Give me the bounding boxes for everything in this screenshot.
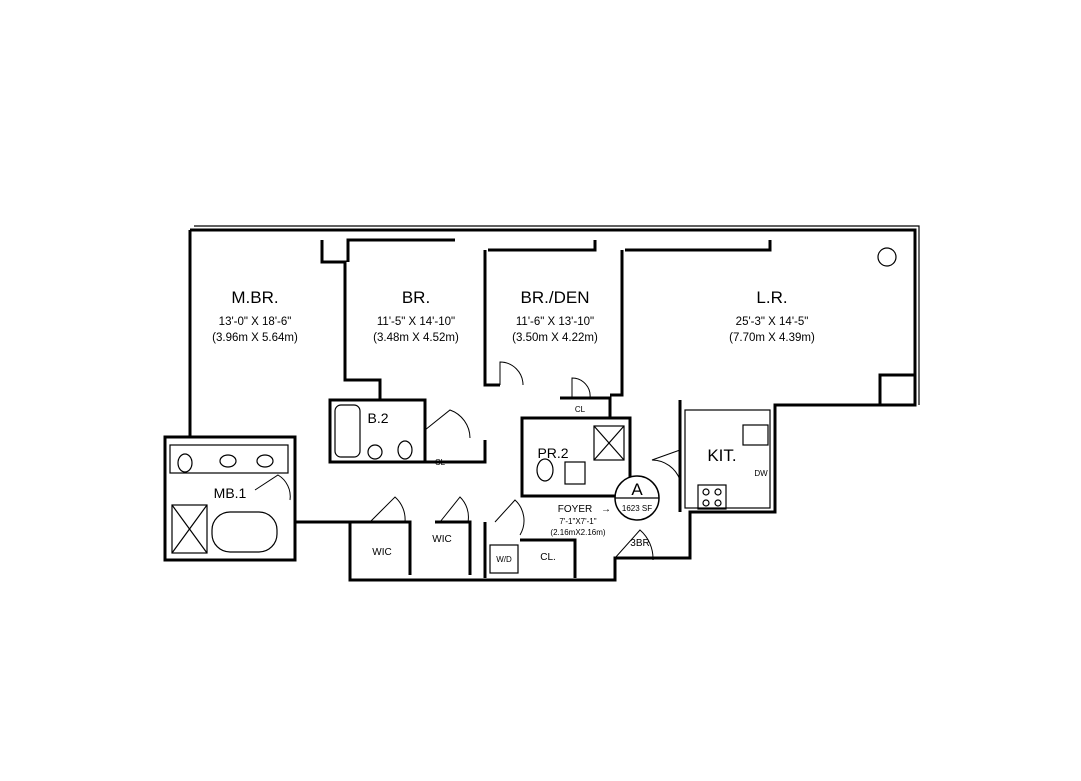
label-closet: CL [435,458,446,467]
shower [171,504,208,554]
label-dw: DW [754,469,768,478]
bathtub [211,511,278,553]
room-name: M.BR. [231,288,278,307]
unit-badge: A 1623 SF [614,475,660,521]
room-name: BR./DEN [521,288,590,307]
sink [564,461,586,485]
room-dim-imperial: 7'-1"X7'-1" [559,517,596,526]
label-kit: KIT. [707,446,736,465]
unit-letter: A [631,480,643,499]
room-name: FOYER [558,504,592,515]
room-dim-metric: (3.96m X 5.64m) [212,332,298,344]
cooktop [697,484,727,510]
column [877,247,897,267]
toilet [536,458,554,482]
room-br: BR. 11'-5" X 14'-10" (3.48m X 4.52m) [373,288,459,344]
room-dim-metric: (7.70m X 4.39m) [729,332,815,344]
label-closet: CL [575,405,586,414]
label-wd: W/D [496,555,512,564]
exterior-walls [163,225,920,582]
toilet [397,440,413,460]
doors [254,361,681,561]
room-dim-imperial: 11'-6" X 13'-10" [516,316,594,328]
room-dim-metric: (3.50m X 4.22m) [512,332,598,344]
unit-area: 1623 SF [622,504,652,513]
label-b2: B.2 [367,410,388,426]
washer-dryer [489,544,519,574]
shower [593,425,625,461]
room-name: L.R. [756,288,787,307]
room-dim-imperial: 13'-0" X 18'-6" [219,316,292,328]
label-pr2: PR.2 [537,445,568,461]
room-foyer: FOYER 7'-1"X7'-1" (2.16mX2.16m) → [550,504,611,537]
room-dim-metric: (3.48m X 4.52m) [373,332,459,344]
room-dim-metric: (2.16mX2.16m) [550,528,605,537]
interior-walls [210,238,915,578]
room-den: BR./DEN 11'-6" X 13'-10" (3.50m X 4.22m) [512,288,598,344]
kitchen-sink [742,424,769,446]
label-entry: 3BR [630,538,649,549]
label-closet: CL. [540,552,556,563]
room-dim-imperial: 11'-5" X 14'-10" [377,316,455,328]
room-dim-imperial: 25'-3" X 14'-5" [736,316,809,328]
label-wic: WIC [432,534,451,545]
room-mbr: M.BR. 13'-0" X 18'-6" (3.96m X 5.64m) [212,288,298,344]
label-wic: WIC [372,547,391,558]
arrow-icon: → [601,504,611,515]
sink [367,444,383,460]
fixtures [169,247,897,574]
room-name: BR. [402,288,430,307]
bathtub [334,404,361,458]
vanity [169,444,289,474]
label-mb1: MB.1 [214,485,247,501]
room-lr: L.R. 25'-3" X 14'-5" (7.70m X 4.39m) [729,288,815,344]
